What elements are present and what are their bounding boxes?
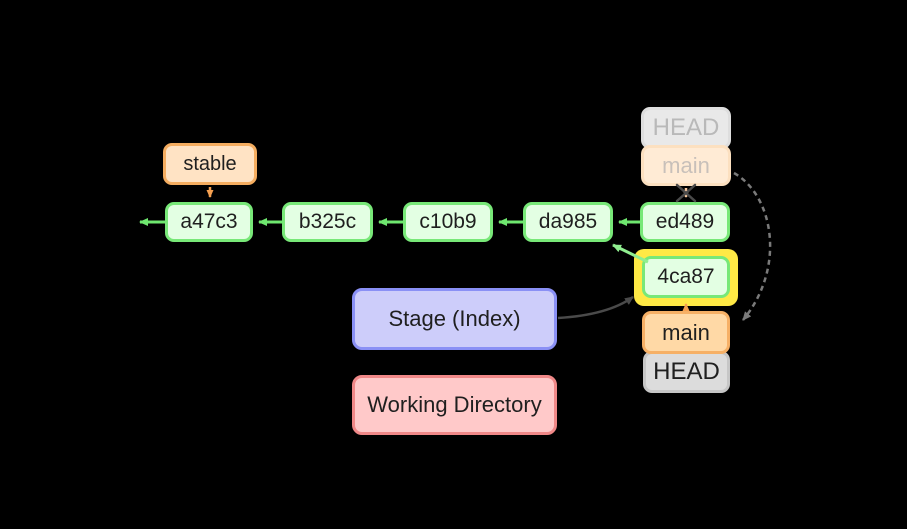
branch-stable-box: stable (163, 143, 257, 185)
branch-stable-label: stable (183, 152, 237, 175)
commit-label: 4ca87 (657, 265, 715, 288)
working-directory-box: Working Directory (352, 375, 557, 435)
ghost-head-label: HEAD (652, 114, 720, 141)
commit-4ca87: 4ca87 (642, 256, 730, 298)
stage-index-box: Stage (Index) (352, 288, 557, 350)
commit-ed489: ed489 (640, 202, 730, 242)
ghost-main-label: main (662, 152, 710, 178)
commit-b325c: b325c (282, 202, 373, 242)
commit-label: b325c (298, 210, 357, 233)
cross-out-x (675, 183, 697, 203)
commit-a47c3: a47c3 (165, 202, 253, 242)
working-directory-label: Working Directory (367, 392, 542, 417)
stage-index-label: Stage (Index) (388, 306, 521, 331)
commit-label: a47c3 (180, 210, 238, 233)
head-label: HEAD (653, 358, 720, 385)
ghost-main-box: main (641, 145, 731, 186)
commit-da985: da985 (523, 202, 613, 242)
commit-label: c10b9 (419, 210, 477, 233)
ghost-head-box: HEAD (641, 107, 731, 149)
head-box: HEAD (643, 351, 730, 393)
arrow-dashed-main-move (733, 171, 772, 321)
branch-main-label: main (662, 319, 710, 345)
arrow-stage-to-4ca87 (557, 295, 634, 320)
commit-label: ed489 (655, 210, 715, 233)
commit-c10b9: c10b9 (403, 202, 493, 242)
branch-main-box: main (642, 311, 730, 354)
commit-label: da985 (538, 210, 598, 233)
